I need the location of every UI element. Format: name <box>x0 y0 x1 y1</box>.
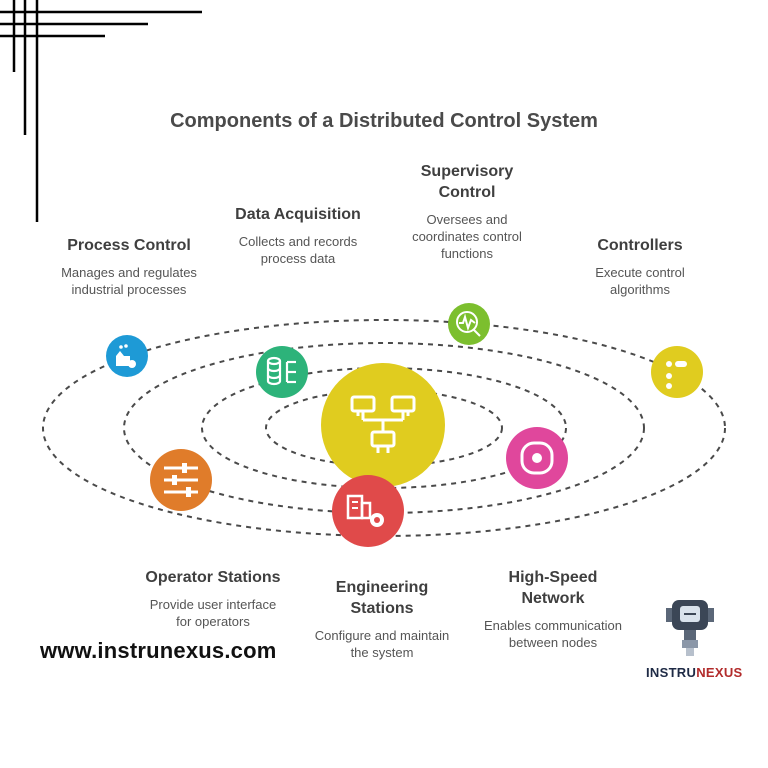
brand-name-part1: INSTRU <box>646 665 697 680</box>
supervisory-control-desc-1: Oversees and <box>426 212 508 227</box>
corner-decoration <box>0 0 202 222</box>
instrunexus-logo-icon <box>666 600 714 656</box>
engineering-stations-title-2: Stations <box>350 600 414 617</box>
high-speed-network-desc-1: Enables communication <box>483 618 623 633</box>
engineering-stations-desc-1: Configure and maintain <box>314 628 450 643</box>
node-data-acquisition <box>256 346 308 398</box>
label-process-control: Process Control Manages and regulates in… <box>34 235 224 298</box>
list-icon <box>666 361 687 389</box>
process-control-title: Process Control <box>67 237 191 254</box>
process-control-desc-1: Manages and regulates <box>61 265 197 280</box>
building-gear-icon <box>346 494 384 527</box>
controllers-desc-2: algorithms <box>610 282 670 297</box>
node-supervisory-control <box>448 303 490 345</box>
diagram-title: Components of a Distributed Control Syst… <box>170 110 598 132</box>
high-speed-network-desc-2: between nodes <box>508 635 598 650</box>
sliders-icon <box>164 463 198 497</box>
data-acquisition-title: Data Acquisition <box>235 206 361 223</box>
node-process-control <box>106 335 148 377</box>
database-icon <box>266 356 296 386</box>
process-control-desc-2: industrial processes <box>71 282 187 297</box>
network-node-icon <box>520 441 554 475</box>
operator-stations-title: Operator Stations <box>145 569 281 586</box>
pulse-search-icon <box>456 311 481 337</box>
label-supervisory-control: Supervisory Control Oversees and coordin… <box>372 161 562 262</box>
label-data-acquisition: Data Acquisition Collects and records pr… <box>203 204 393 267</box>
process-factory-icon <box>116 344 136 368</box>
node-high-speed-network <box>506 427 568 489</box>
data-acquisition-desc-1: Collects and records <box>238 234 358 249</box>
high-speed-network-title-1: High-Speed <box>508 569 598 586</box>
operator-stations-desc-2: for operators <box>176 614 250 629</box>
high-speed-network-title-2: Network <box>521 590 585 607</box>
label-operator-stations: Operator Stations Provide user interface… <box>118 567 308 630</box>
supervisory-control-desc-3: functions <box>440 246 494 261</box>
brand-name: INSTRUNEXUS <box>646 665 743 680</box>
supervisory-control-desc-2: coordinates control <box>412 229 522 244</box>
controllers-title: Controllers <box>597 237 683 254</box>
website-url: www.instrunexus.com <box>40 638 277 663</box>
controllers-desc-1: Execute control <box>595 265 685 280</box>
node-engineering-stations <box>332 475 404 547</box>
network-topology-icon <box>350 395 416 453</box>
node-operator-stations <box>150 449 212 511</box>
data-acquisition-desc-2: process data <box>260 251 336 266</box>
supervisory-control-title-1: Supervisory <box>420 163 514 180</box>
engineering-stations-title-1: Engineering <box>335 579 429 596</box>
brand-name-part2: NEXUS <box>696 665 743 680</box>
label-engineering-stations: Engineering Stations Configure and maint… <box>287 577 477 661</box>
supervisory-control-title-2: Control <box>438 184 496 201</box>
operator-stations-desc-1: Provide user interface <box>149 597 277 612</box>
node-controllers <box>651 346 703 398</box>
label-high-speed-network: High-Speed Network Enables communication… <box>458 567 648 651</box>
engineering-stations-desc-2: the system <box>350 645 414 660</box>
center-hub <box>321 363 445 487</box>
label-controllers: Controllers Execute control algorithms <box>545 235 735 298</box>
